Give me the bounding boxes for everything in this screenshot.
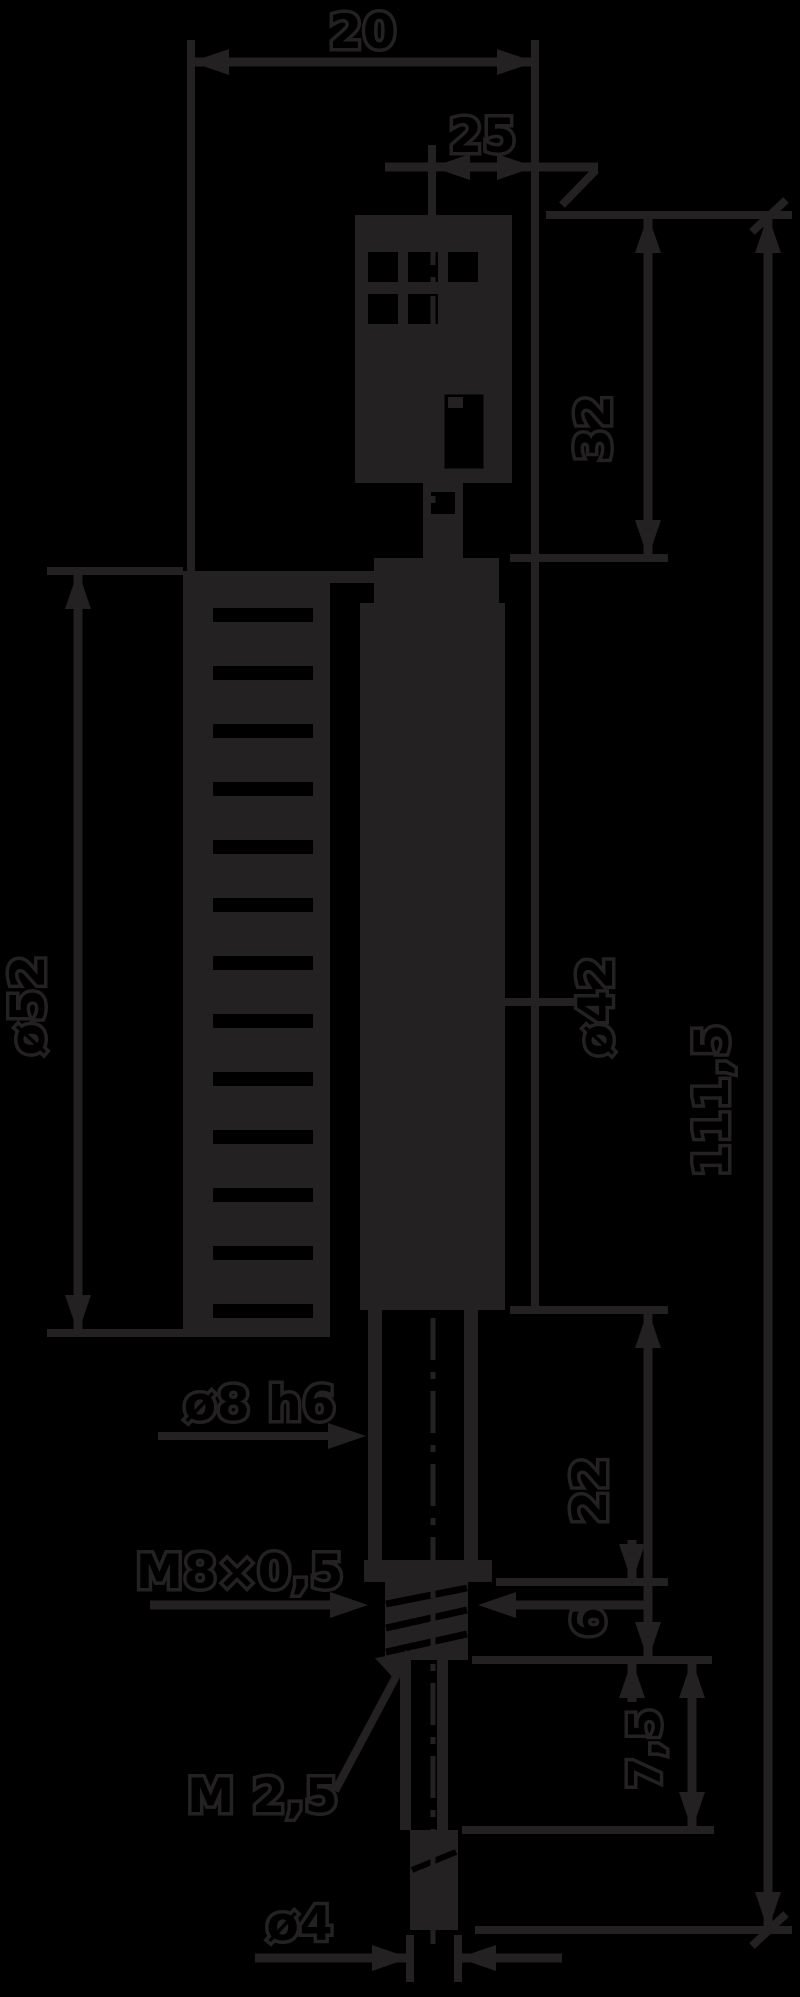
- oblique-tick: [749, 1911, 789, 1949]
- dim-top-width: 20: [187, 2, 539, 1310]
- upper-stem-slot: [431, 492, 455, 514]
- arrowhead-up: [679, 1660, 705, 1698]
- arrowhead-left: [465, 989, 503, 1015]
- dim-shank-length-label: 7,5: [620, 1708, 671, 1789]
- clamp-thread-label: M8×0,5: [136, 1545, 344, 1600]
- arrowhead-left: [191, 49, 229, 75]
- dim-upper-width-label: 25: [449, 109, 516, 164]
- dim-body-diameter-label: ø42: [569, 956, 624, 1057]
- stem-shoulder: [364, 1560, 492, 1582]
- shank-wall-right: [437, 1660, 448, 1830]
- arrowhead-right: [497, 154, 535, 180]
- dim-shank-length: 7,5: [462, 1660, 714, 1834]
- bezel-ledge: [330, 571, 374, 583]
- stem-spec-label: ø8 h6: [184, 1377, 337, 1432]
- dim-upper-width: 25: [385, 106, 599, 215]
- dim-bezel-diameter-label: ø52: [1, 955, 56, 1056]
- bezel-knurl: [213, 571, 313, 1333]
- dim-top-width-label: 20: [329, 5, 396, 60]
- arrowhead-left: [432, 154, 470, 180]
- arrowhead-down: [619, 1544, 645, 1582]
- dim-bezel-diameter: ø52: [0, 567, 330, 1337]
- dim-overall-length: 111,5: [475, 197, 792, 1949]
- arrowhead-down: [635, 520, 661, 558]
- arrowhead-up: [65, 571, 91, 609]
- lug-hole-tick: [448, 397, 463, 408]
- thread-hatching: [385, 1584, 468, 1656]
- shank-wall-left: [400, 1660, 411, 1830]
- arrowhead-down: [755, 1892, 781, 1930]
- dim-overall-length-label: 111,5: [685, 1023, 740, 1177]
- dim-tip-diameter: ø4: [255, 1894, 562, 1982]
- arrowhead-down: [65, 1295, 91, 1333]
- dim-head-height: 32: [510, 211, 792, 562]
- head-detail-cell: [368, 252, 398, 282]
- dim-tip-diameter-label: ø4: [267, 1897, 334, 1952]
- arrowhead-right: [497, 49, 535, 75]
- arrowhead-diagonal: [375, 1652, 409, 1682]
- head-detail-cell: [448, 252, 478, 282]
- bezel-left-wall: [183, 571, 213, 1333]
- dim-thread-length-label: 6: [564, 1606, 615, 1638]
- oblique-tick: [749, 197, 789, 235]
- arrowhead-left: [478, 1592, 516, 1618]
- arrowhead-up: [635, 1310, 661, 1348]
- arrowhead-up: [619, 1660, 645, 1698]
- contact-thread-label: M 2,5: [187, 1769, 338, 1824]
- arrowhead-down: [635, 1622, 661, 1660]
- head-detail-cell: [368, 294, 398, 324]
- thread-hatch-line: [385, 1630, 468, 1656]
- dim-thread-length: 6: [496, 1540, 668, 1702]
- dim-body-diameter: ø42: [465, 952, 628, 1060]
- instrument-body: [183, 150, 512, 1952]
- callout-contact-thread: M 2,5: [184, 1650, 413, 1828]
- stem-wall-left: [368, 1310, 382, 1560]
- leader-tail: [559, 167, 599, 208]
- arrowhead-left: [458, 1945, 496, 1971]
- lug-hole: [435, 385, 493, 478]
- bezel-right-wall: [313, 571, 330, 1333]
- arrowhead-right: [330, 1592, 368, 1618]
- stem-wall-right: [464, 1310, 478, 1560]
- dim-head-height-label: 32: [567, 394, 622, 461]
- arrowhead-up: [755, 215, 781, 253]
- thread-hatch-line: [385, 1606, 468, 1632]
- thread-hatch-line: [385, 1584, 468, 1608]
- arrowhead-right: [372, 1945, 410, 1971]
- dim-stem-length-label: 22: [563, 1456, 618, 1523]
- arrowhead-down: [679, 1792, 705, 1830]
- callout-stem-spec: ø8 h6: [158, 1374, 366, 1449]
- arrowhead-up: [635, 215, 661, 253]
- collar: [374, 558, 499, 604]
- dim-clamp-thread: M8×0,5: [132, 1542, 648, 1618]
- arrowhead-right: [328, 1423, 366, 1449]
